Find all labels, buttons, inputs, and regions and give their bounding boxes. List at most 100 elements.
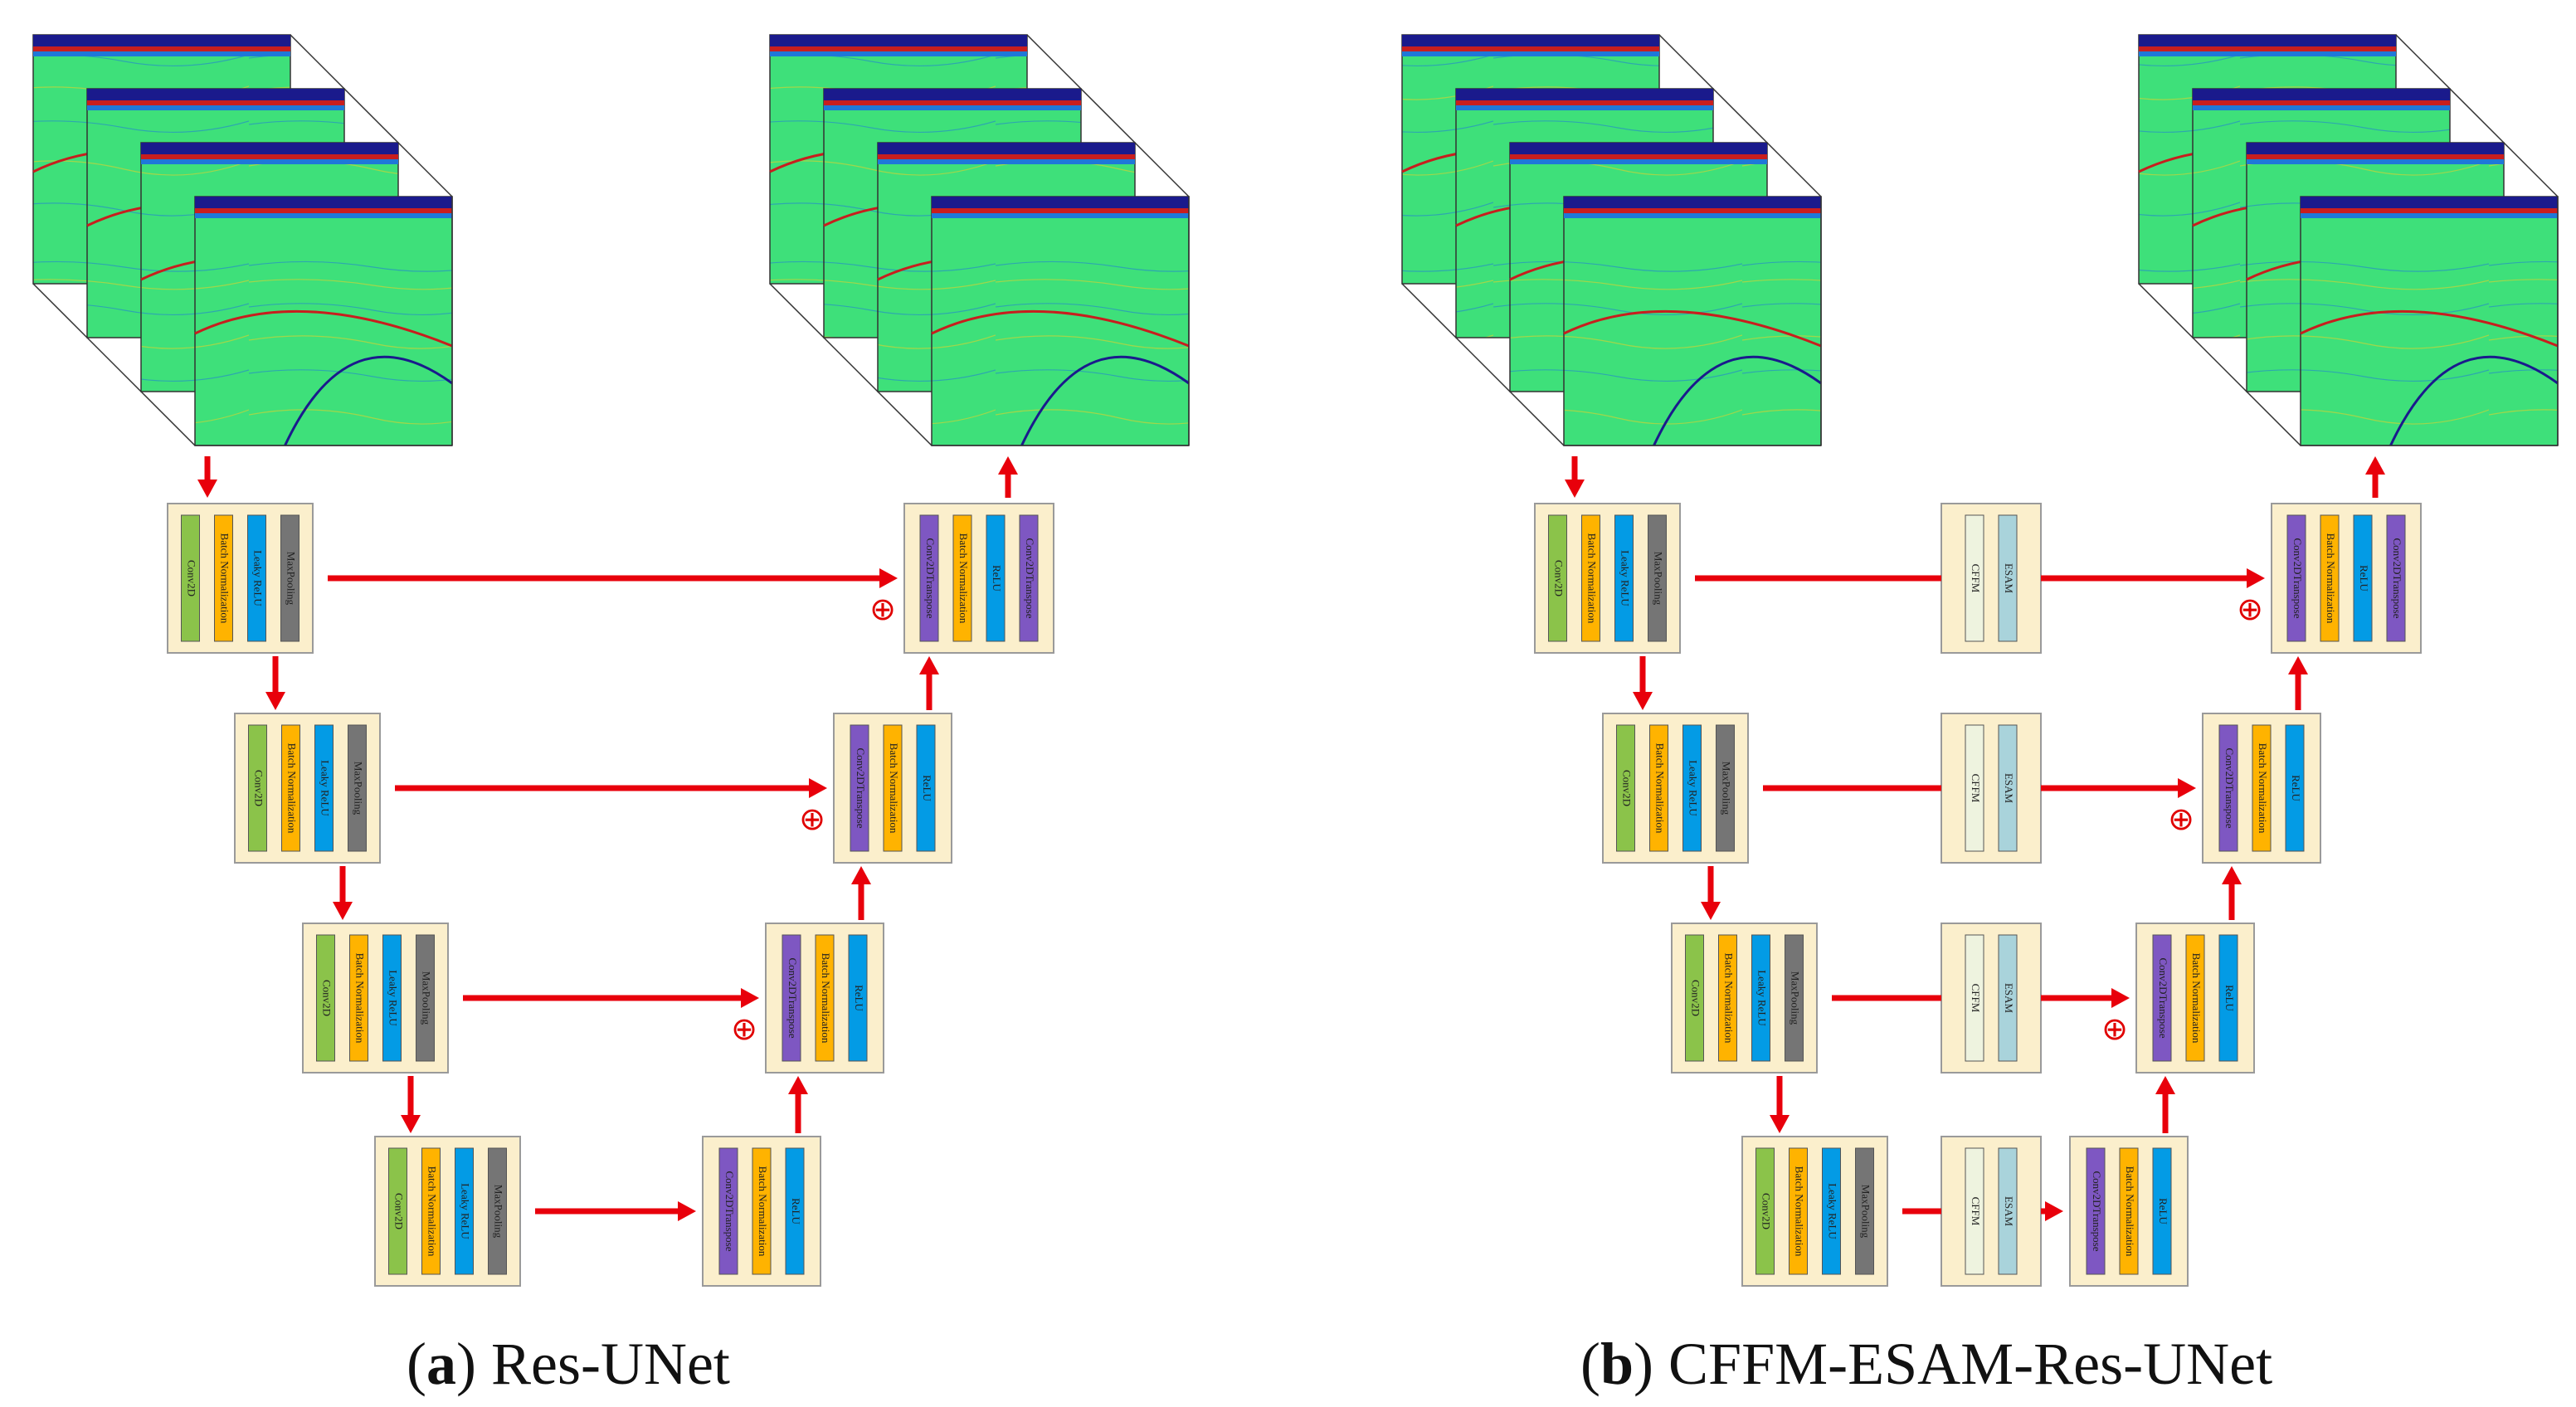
layer-maxpooling: MaxPooling [1785,934,1804,1062]
stack-edge-bottom [1401,283,1821,446]
caption-b-text: CFFM-ESAM-Res-UNet [1668,1331,2272,1397]
block-frame [1941,503,2042,654]
layer-label: Conv2D [253,770,265,806]
layer-bar [952,514,972,642]
layer-relu: ReLU [2218,934,2238,1062]
arrow-up-a-3 [788,1076,808,1133]
seismic-band-blue [2193,105,2450,110]
layer-bar [1751,934,1770,1062]
layer-label: MaxPooling [1790,971,1802,1025]
seismic-band-top [770,35,1027,46]
seismic-band-red [2139,46,2396,51]
layer-label: Conv2DTranspose [2291,538,2304,618]
layer-bar [1581,514,1600,642]
stack-edge-bottom [769,283,1189,446]
layer-label: Leaky ReLU [1756,970,1769,1026]
layer-conv2d: Conv2D [1685,934,1704,1062]
layer-conv2d: Conv2D [388,1147,407,1275]
layer-bar [986,514,1006,642]
seismic-band-top [2301,197,2558,208]
arrow-head [2178,778,2196,798]
layer-conv2dtranspose: Conv2DTranspose [2218,724,2238,852]
arrow-head [879,568,898,588]
seismic-band-blue [1564,213,1821,218]
layer-conv2dtranspose: Conv2DTranspose [2386,514,2406,642]
layer-relu: ReLU [2285,724,2305,852]
layer-bar [1965,724,1984,852]
layer-leaky-relu: Leaky ReLU [247,514,266,642]
layer-label: Batch Normalization [957,533,970,624]
layer-bar [1822,1147,1841,1275]
layer-bar [316,934,335,1062]
layer-bar [2185,934,2205,1062]
seismic-band-blue [195,213,452,218]
layer-label: Leaky ReLU [1687,760,1700,816]
layer-esam: ESAM [1998,514,2018,642]
layer-label: Leaky ReLU [387,970,400,1026]
layer-bar [1789,1147,1808,1275]
layer-bar [1718,934,1737,1062]
layer-bar [1685,934,1704,1062]
layer-label: Conv2DTranspose [2223,747,2236,828]
circled-plus-icon: ⊕ [2101,1010,2128,1047]
seismic-reflector [2300,309,2559,348]
layer-leaky-relu: Leaky ReLU [1822,1147,1841,1275]
layer-label: Batch Normalization [286,743,299,834]
layer-label: Conv2DTranspose [786,957,799,1038]
seismic-band-red [1402,46,1659,51]
layer-conv2d: Conv2D [1616,724,1635,852]
layer-batch-normalization: Batch Normalization [421,1147,441,1275]
seismic-band-top [1510,143,1767,154]
circled-plus-icon: ⊕ [731,1010,757,1047]
circled-plus-icon: ⊕ [869,591,896,627]
arrow-down-b-2 [1701,866,1721,920]
layer-bar [782,934,801,1062]
seismic-band-red [1564,208,1821,213]
seismic-band-top [878,143,1135,154]
layer-maxpooling: MaxPooling [1716,724,1735,852]
arrow-down-a-1 [265,656,285,710]
caption-b-letter: b [1600,1331,1634,1397]
layer-cffm: CFFM [1965,1147,1984,1275]
layer-label: MaxPooling [421,971,433,1025]
seismic-image [2300,196,2559,446]
layer-label: Batch Normalization [219,533,231,624]
layer-label: Conv2DTranspose [2091,1171,2103,1251]
layer-label: Batch Normalization [2190,953,2203,1044]
layer-maxpooling: MaxPooling [280,514,299,642]
arrow-down-b-1 [1633,656,1653,710]
layer-bar [1998,934,2018,1062]
arrow-head [2222,866,2242,884]
stack-edge-right [290,34,453,445]
layer-label: Batch Normalization [2124,1166,2136,1257]
caption-a-letter: a [426,1331,456,1397]
seismic-image [1563,196,1822,446]
seismic-band-top [1402,35,1659,46]
layer-bar [455,1147,474,1275]
layer-label: Leaky ReLU [460,1183,472,1239]
layer-batch-normalization: Batch Normalization [1789,1147,1808,1275]
layer-label: Batch Normalization [1586,533,1599,624]
seismic-band-red [2301,208,2558,213]
layer-esam: ESAM [1998,934,2018,1062]
layer-label: Leaky ReLU [1827,1183,1839,1239]
arrow-head [998,456,1018,475]
layer-bar [1548,514,1567,642]
layer-label: ReLU [991,565,1003,592]
layer-label: ReLU [2358,565,2370,592]
input-seismic-stack-b [1401,34,1822,446]
arrow-head [2288,656,2308,674]
layer-bar [416,934,435,1062]
arrow-input-b [1565,456,1585,498]
layer-batch-normalization: Batch Normalization [2252,724,2272,852]
arrow-head [2155,1076,2175,1094]
layer-conv2dtranspose: Conv2DTranspose [2152,934,2172,1062]
seismic-band-top [1456,89,1713,100]
seismic-band-blue [1402,51,1659,56]
